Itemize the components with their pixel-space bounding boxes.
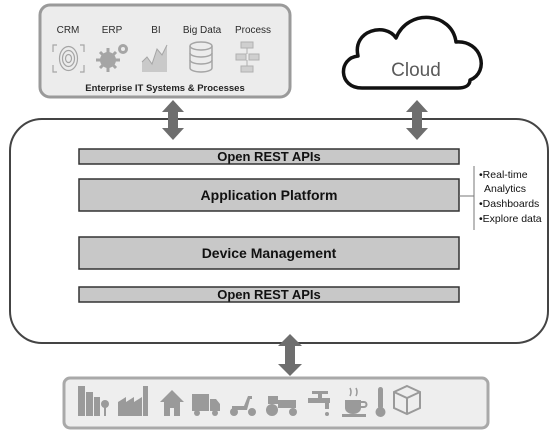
chart-icon [141,44,168,72]
system-label-bi: BI [151,25,161,36]
faucet-icon [308,391,330,416]
fingerprint-icon [52,44,85,73]
double-arrow-enterprise [162,100,184,140]
factory-icon [118,386,148,416]
side-item-realtime: •Real-time [479,169,528,181]
application-platform-bar [78,178,460,212]
gears-icon [96,44,128,72]
city-buildings-icon [78,386,109,416]
side-item-dashboards: •Dashboards [479,198,540,210]
house-icon [160,390,184,416]
double-arrow-devices [278,334,302,376]
system-label-process: Process [234,25,272,36]
truck-icon [192,394,220,416]
enterprise-caption: Enterprise IT Systems & Processes [85,83,245,94]
open-rest-apis-bottom-bar [78,286,460,303]
cloud-label: Cloud [391,60,441,81]
device-management-bar [78,236,460,270]
database-icon [189,41,213,73]
double-arrow-cloud [406,100,428,140]
side-item-analytics: Analytics [484,183,527,195]
cloud-shape [341,15,483,90]
flowchart-icon [235,41,260,73]
tractor-icon [266,396,297,416]
side-item-explore: •Explore data [479,213,542,225]
system-label-big-data: Big Data [182,25,222,36]
application-platform-label: Application Platform [200,187,338,203]
coffee-cup-icon [342,387,368,417]
thermometer-icon [375,387,386,417]
scooter-icon [230,396,256,416]
open-rest-apis-top-label: Open REST APIs [217,149,321,164]
device-management-label: Device Management [201,245,337,261]
open-rest-apis-bottom-label: Open REST APIs [217,287,321,302]
system-label-erp: ERP [101,25,123,36]
package-icon [393,384,421,416]
open-rest-apis-top-bar [78,148,460,165]
system-label-crm: CRM [56,25,80,36]
